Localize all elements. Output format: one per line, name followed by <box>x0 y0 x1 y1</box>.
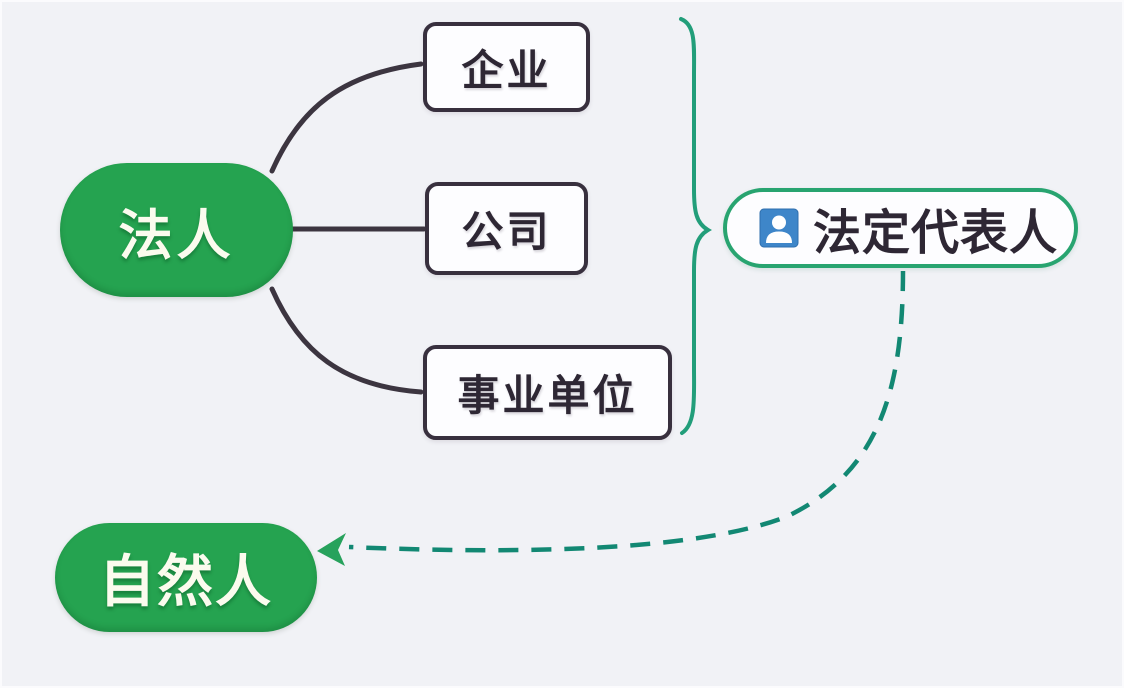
dashed-relation-line <box>348 270 906 553</box>
node-legal-representative-label: 法定代表人 <box>813 207 1059 260</box>
node-company-label: 公司 <box>461 208 552 255</box>
node-natural-person: 自然人 <box>55 523 317 632</box>
node-public-institution: 事业单位 <box>423 345 672 440</box>
node-enterprise-label: 企业 <box>461 46 552 94</box>
node-legal-representative: 法定代表人 <box>723 188 1078 268</box>
person-icon <box>759 208 799 248</box>
link-legal-person-to-enterprise <box>269 61 424 174</box>
arrow-head-icon <box>317 533 346 566</box>
node-enterprise: 企业 <box>423 22 590 112</box>
node-legal-person: 法人 <box>60 163 293 297</box>
node-legal-person-label: 法人 <box>118 205 235 266</box>
link-legal-person-to-institution <box>269 286 424 395</box>
node-public-institution-label: 事业单位 <box>457 372 638 419</box>
node-company: 公司 <box>425 182 588 275</box>
curly-brace <box>679 17 712 435</box>
node-natural-person-label: 自然人 <box>99 550 273 613</box>
